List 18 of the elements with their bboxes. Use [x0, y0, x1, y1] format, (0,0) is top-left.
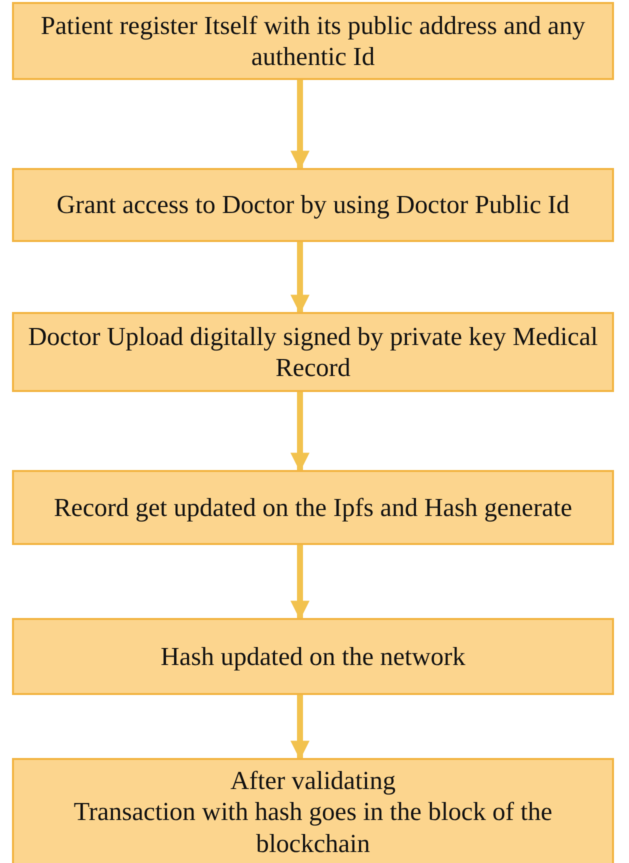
process-box	[12, 2, 614, 80]
box-text: Grant access to Doctor by using Doctor Public Id	[56, 189, 570, 221]
process-box	[12, 470, 614, 545]
box-text: Record get updated on the Ipfs and Hash generate	[54, 492, 572, 524]
box-text: After validating	[230, 765, 396, 796]
process-box	[12, 758, 614, 863]
arrow	[290, 545, 310, 620]
box-text: Patient register Itself with its public address and any authentic Id	[40, 10, 586, 72]
process-box	[12, 168, 614, 242]
process-box	[12, 618, 614, 695]
box-text: Doctor Upload digitally signed by private key Medical Record	[27, 320, 599, 384]
arrow	[290, 80, 310, 170]
arrow	[290, 242, 310, 314]
box-text: Hash updated on the network	[160, 640, 466, 672]
box-text: Transaction with hash goes in the block of the blockchain	[72, 796, 554, 859]
arrow	[290, 695, 310, 760]
arrow	[290, 392, 310, 472]
process-box	[12, 312, 614, 392]
